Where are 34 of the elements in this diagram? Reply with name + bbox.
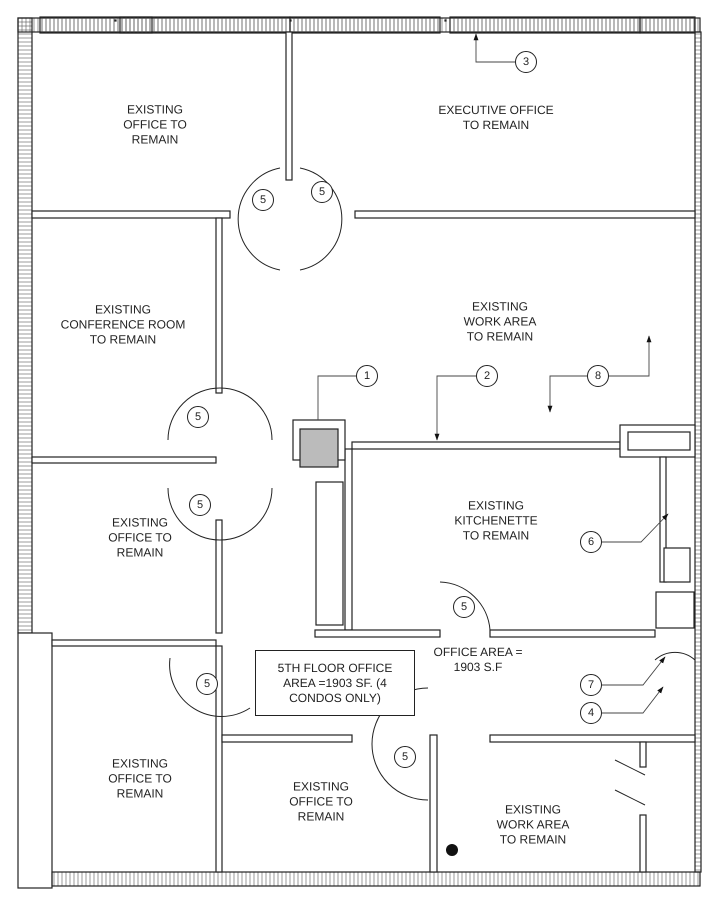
room-label: EXISTING OFFICE TO REMAIN — [107, 756, 173, 802]
leader-line — [602, 656, 666, 686]
leader-line — [318, 376, 356, 420]
callout-number: 5 — [311, 181, 333, 203]
callout-number: 5 — [187, 406, 209, 428]
room-label: EXISTING OFFICE TO REMAIN — [107, 516, 173, 560]
leader-line — [602, 686, 664, 714]
area-label: OFFICE AREA = 1903 S.F — [433, 645, 523, 675]
callout-number: 5 — [189, 494, 211, 516]
leader-line — [608, 335, 652, 376]
room-label: EXISTING OFFICE TO REMAIN — [288, 780, 354, 824]
room-label: EXISTING KITCHENETTE TO REMAIN — [453, 498, 539, 544]
room-label: EXISTING OFFICE TO REMAIN — [122, 102, 188, 148]
room-label: EXISTING WORK AREA TO REMAIN — [462, 300, 538, 344]
callout-number: 4 — [580, 702, 602, 724]
room-label: EXISTING WORK AREA TO REMAIN — [496, 802, 570, 848]
callout-number: 5 — [252, 189, 274, 211]
callout-number: 6 — [580, 531, 602, 553]
note-box — [255, 650, 415, 716]
callout-number: 3 — [515, 51, 537, 73]
callout-number: 2 — [476, 365, 498, 387]
callout-number: 1 — [356, 365, 378, 387]
leader-line — [548, 376, 588, 413]
callout-number: 5 — [394, 746, 416, 768]
callout-number: 5 — [196, 673, 218, 695]
leader-line — [474, 33, 516, 62]
room-label: EXECUTIVE OFFICE TO REMAIN — [437, 103, 555, 133]
leader-line — [434, 376, 476, 441]
callout-number: 8 — [587, 365, 609, 387]
room-label: EXISTING CONFERENCE ROOM TO REMAIN — [60, 302, 186, 348]
leader-line — [602, 514, 668, 542]
callout-number: 5 — [453, 596, 475, 618]
callout-number: 7 — [580, 674, 602, 696]
note-text: 5TH FLOOR OFFICE AREA =1903 SF. (4 CONDOS ONLY) — [276, 660, 394, 706]
